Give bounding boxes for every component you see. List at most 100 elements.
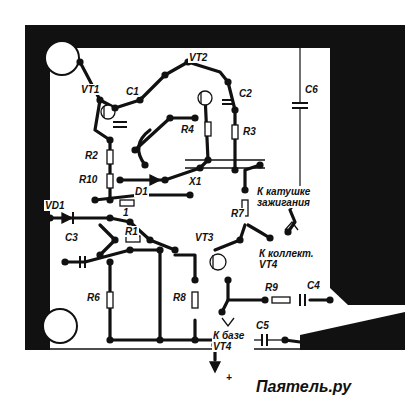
solder-pad bbox=[186, 191, 193, 198]
solder-pad bbox=[106, 336, 113, 343]
solder-pad bbox=[166, 114, 173, 121]
part-label: R2 bbox=[84, 150, 99, 161]
solder-pad bbox=[326, 296, 333, 303]
trace bbox=[228, 298, 265, 301]
trace bbox=[110, 262, 160, 340]
frame-left bbox=[25, 25, 50, 350]
solder-pad bbox=[266, 234, 273, 241]
capacitor-plate bbox=[292, 107, 308, 109]
solder-pad bbox=[106, 214, 113, 221]
capacitor-plate bbox=[292, 102, 308, 104]
frame-top bbox=[25, 25, 405, 48]
solder-pad bbox=[224, 78, 231, 85]
solder-pad bbox=[231, 166, 238, 173]
part-label: VT1 bbox=[80, 84, 100, 95]
frame-bottom-right bbox=[300, 312, 405, 350]
solder-pad bbox=[281, 336, 288, 343]
capacitor-plate bbox=[113, 121, 127, 123]
part-label: R10 bbox=[78, 174, 98, 185]
solder-pad bbox=[96, 251, 103, 258]
part-label: + bbox=[225, 372, 233, 383]
solder-pads bbox=[46, 58, 333, 348]
part-label: R1 bbox=[124, 226, 139, 237]
solder-pad bbox=[256, 161, 263, 168]
board-frame bbox=[25, 25, 405, 350]
solder-pad bbox=[126, 246, 133, 253]
trace bbox=[139, 130, 150, 165]
part-label: C2 bbox=[238, 88, 253, 99]
trace bbox=[80, 62, 115, 108]
transistor-base bbox=[212, 255, 213, 269]
solder-pad bbox=[96, 96, 103, 103]
solder-pad bbox=[91, 196, 98, 203]
solder-pad bbox=[61, 258, 68, 265]
solder-pad bbox=[161, 176, 168, 183]
transistor-symbol bbox=[198, 91, 212, 105]
trace bbox=[50, 218, 175, 250]
resistor-symbol bbox=[205, 122, 211, 136]
frame-right bbox=[330, 48, 405, 305]
part-label: X1 bbox=[188, 176, 202, 187]
copper-traces bbox=[50, 62, 330, 360]
part-label: R8 bbox=[172, 292, 187, 303]
capacitor-plate bbox=[299, 294, 301, 306]
capacitor-plate bbox=[304, 294, 306, 306]
solder-pad bbox=[236, 236, 243, 243]
solder-pad bbox=[141, 161, 148, 168]
capacitor-lead bbox=[299, 48, 300, 103]
capacitor-plate bbox=[222, 103, 232, 105]
solder-pad bbox=[261, 296, 268, 303]
solder-pad bbox=[106, 136, 113, 143]
part-label: C1 bbox=[125, 86, 140, 97]
wire-note: К базе VT4 bbox=[212, 330, 254, 352]
solder-pad bbox=[46, 214, 53, 221]
resistor-symbol bbox=[107, 292, 113, 308]
resistor-symbol bbox=[232, 125, 238, 139]
solder-pad bbox=[126, 218, 133, 225]
capacitor-plate bbox=[79, 256, 81, 268]
transistor-base bbox=[103, 106, 104, 118]
part-label: 1 bbox=[122, 207, 130, 218]
capacitor-plate bbox=[84, 256, 86, 268]
part-label: C6 bbox=[304, 84, 319, 95]
resistor-symbol bbox=[120, 200, 134, 206]
transistor-symbol bbox=[210, 254, 226, 270]
x1-line bbox=[185, 159, 265, 160]
resistor-symbol bbox=[107, 150, 113, 164]
components bbox=[62, 48, 308, 372]
resistor-symbol bbox=[107, 174, 113, 188]
solder-pad bbox=[241, 186, 248, 193]
solder-pad bbox=[156, 246, 163, 253]
watermark: Паятель.ру bbox=[252, 376, 355, 398]
solder-pad bbox=[106, 258, 113, 265]
solder-pad bbox=[136, 96, 143, 103]
wire-note: К катушке зажигания bbox=[256, 186, 320, 208]
wire-note: К коллект. VT4 bbox=[258, 248, 326, 270]
trace bbox=[115, 62, 188, 108]
part-label: C5 bbox=[255, 320, 270, 331]
part-label: R6 bbox=[86, 292, 101, 303]
trace bbox=[222, 280, 228, 312]
part-label: R9 bbox=[264, 282, 279, 293]
resistor-symbol bbox=[192, 292, 198, 308]
trace bbox=[188, 62, 228, 82]
part-label: D1 bbox=[134, 186, 149, 197]
part-label: C4 bbox=[306, 280, 321, 291]
solder-pad bbox=[191, 336, 198, 343]
solder-pad bbox=[106, 196, 113, 203]
solder-pad bbox=[224, 276, 231, 283]
capacitor-plate bbox=[113, 126, 127, 128]
solder-pad bbox=[156, 336, 163, 343]
solder-pad bbox=[191, 276, 198, 283]
trace bbox=[215, 225, 245, 250]
solder-pad bbox=[146, 236, 153, 243]
solder-pad bbox=[196, 164, 203, 171]
part-label: VD1 bbox=[44, 200, 65, 211]
part-label: C3 bbox=[64, 232, 79, 243]
trace bbox=[175, 255, 195, 280]
part-label: VT2 bbox=[188, 52, 208, 63]
trace bbox=[65, 250, 245, 340]
part-label: VT3 bbox=[194, 232, 214, 243]
solder-pad bbox=[284, 228, 291, 235]
solder-pad bbox=[116, 176, 123, 183]
